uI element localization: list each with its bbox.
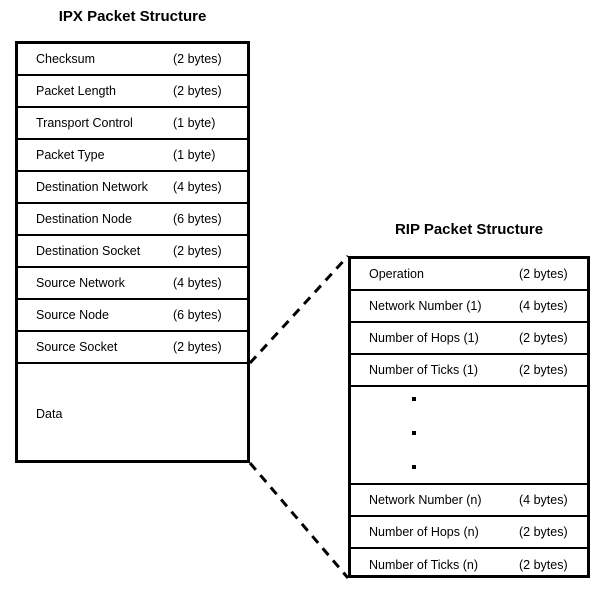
ipx-data-label: Data [36,407,63,421]
rip-field-row: Network Number (1) (4 bytes) [351,291,587,323]
rip-field-name: Operation [369,267,424,281]
ipx-field-row: Source Node (6 bytes) [18,300,247,332]
ipx-field-size: (6 bytes) [173,212,222,226]
ipx-field-size: (4 bytes) [173,180,222,194]
ipx-field-size: (2 bytes) [173,244,222,258]
connector-line-upper [248,254,350,365]
ipx-field-name: Destination Network [36,180,148,194]
ellipsis-dot [412,397,416,401]
ipx-field-size: (2 bytes) [173,84,222,98]
rip-field-size: (2 bytes) [519,525,568,539]
rip-field-name: Network Number (n) [369,493,482,507]
ipx-field-size: (2 bytes) [173,52,222,66]
ipx-field-name: Source Node [36,308,109,322]
rip-field-name: Number of Ticks (n) [369,558,479,572]
ipx-packet-box: Checksum (2 bytes) Packet Length (2 byte… [15,41,250,463]
ellipsis-dot [412,431,416,435]
ipx-field-name: Transport Control [36,116,133,130]
rip-continuation-row [351,387,587,485]
ipx-field-row: Transport Control (1 byte) [18,108,247,140]
ipx-field-name: Packet Length [36,84,116,98]
rip-field-row: Network Number (n) (4 bytes) [351,485,587,517]
ipx-packet-title: IPX Packet Structure [58,8,207,25]
rip-field-row: Number of Ticks (1) (2 bytes) [351,355,587,387]
ipx-field-name: Destination Socket [36,244,141,258]
rip-field-row: Operation (2 bytes) [351,259,587,291]
ipx-field-size: (1 byte) [173,116,216,130]
ipx-field-name: Destination Node [36,212,132,226]
connector-line-lower [248,462,350,579]
rip-field-size: (2 bytes) [519,331,568,345]
ipx-field-name: Source Socket [36,340,118,354]
ipx-field-row: Destination Socket (2 bytes) [18,236,247,268]
rip-field-size: (2 bytes) [519,267,568,281]
rip-field-name: Number of Hops (1) [369,331,479,345]
ipx-field-size: (4 bytes) [173,276,222,290]
ipx-field-row: Destination Network (4 bytes) [18,172,247,204]
vertical-ellipsis-icon [407,397,421,469]
ipx-field-size: (1 byte) [173,148,216,162]
rip-packet-box: Operation (2 bytes) Network Number (1) (… [348,256,590,578]
ipx-field-row: Destination Node (6 bytes) [18,204,247,236]
rip-field-row: Number of Ticks (n) (2 bytes) [351,549,587,581]
rip-field-size: (2 bytes) [519,363,568,377]
rip-packet-title: RIP Packet Structure [394,221,544,238]
rip-field-size: (4 bytes) [519,299,568,313]
ipx-field-size: (6 bytes) [173,308,222,322]
rip-field-size: (4 bytes) [519,493,568,507]
ipx-field-row: Checksum (2 bytes) [18,44,247,76]
ellipsis-dot [412,465,416,469]
ipx-field-row: Packet Length (2 bytes) [18,76,247,108]
ipx-field-size: (2 bytes) [173,340,222,354]
ipx-field-row: Source Socket (2 bytes) [18,332,247,364]
rip-field-name: Network Number (1) [369,299,482,313]
rip-field-size: (2 bytes) [519,558,568,572]
rip-field-name: Number of Ticks (1) [369,363,479,377]
ipx-field-name: Source Network [36,276,125,290]
ipx-field-row: Source Network (4 bytes) [18,268,247,300]
rip-field-row: Number of Hops (1) (2 bytes) [351,323,587,355]
rip-field-name: Number of Hops (n) [369,525,479,539]
ipx-data-payload-row: Data [18,364,247,464]
ipx-field-row: Packet Type (1 byte) [18,140,247,172]
ipx-field-name: Checksum [36,52,96,66]
rip-field-row: Number of Hops (n) (2 bytes) [351,517,587,549]
ipx-field-name: Packet Type [36,148,105,162]
